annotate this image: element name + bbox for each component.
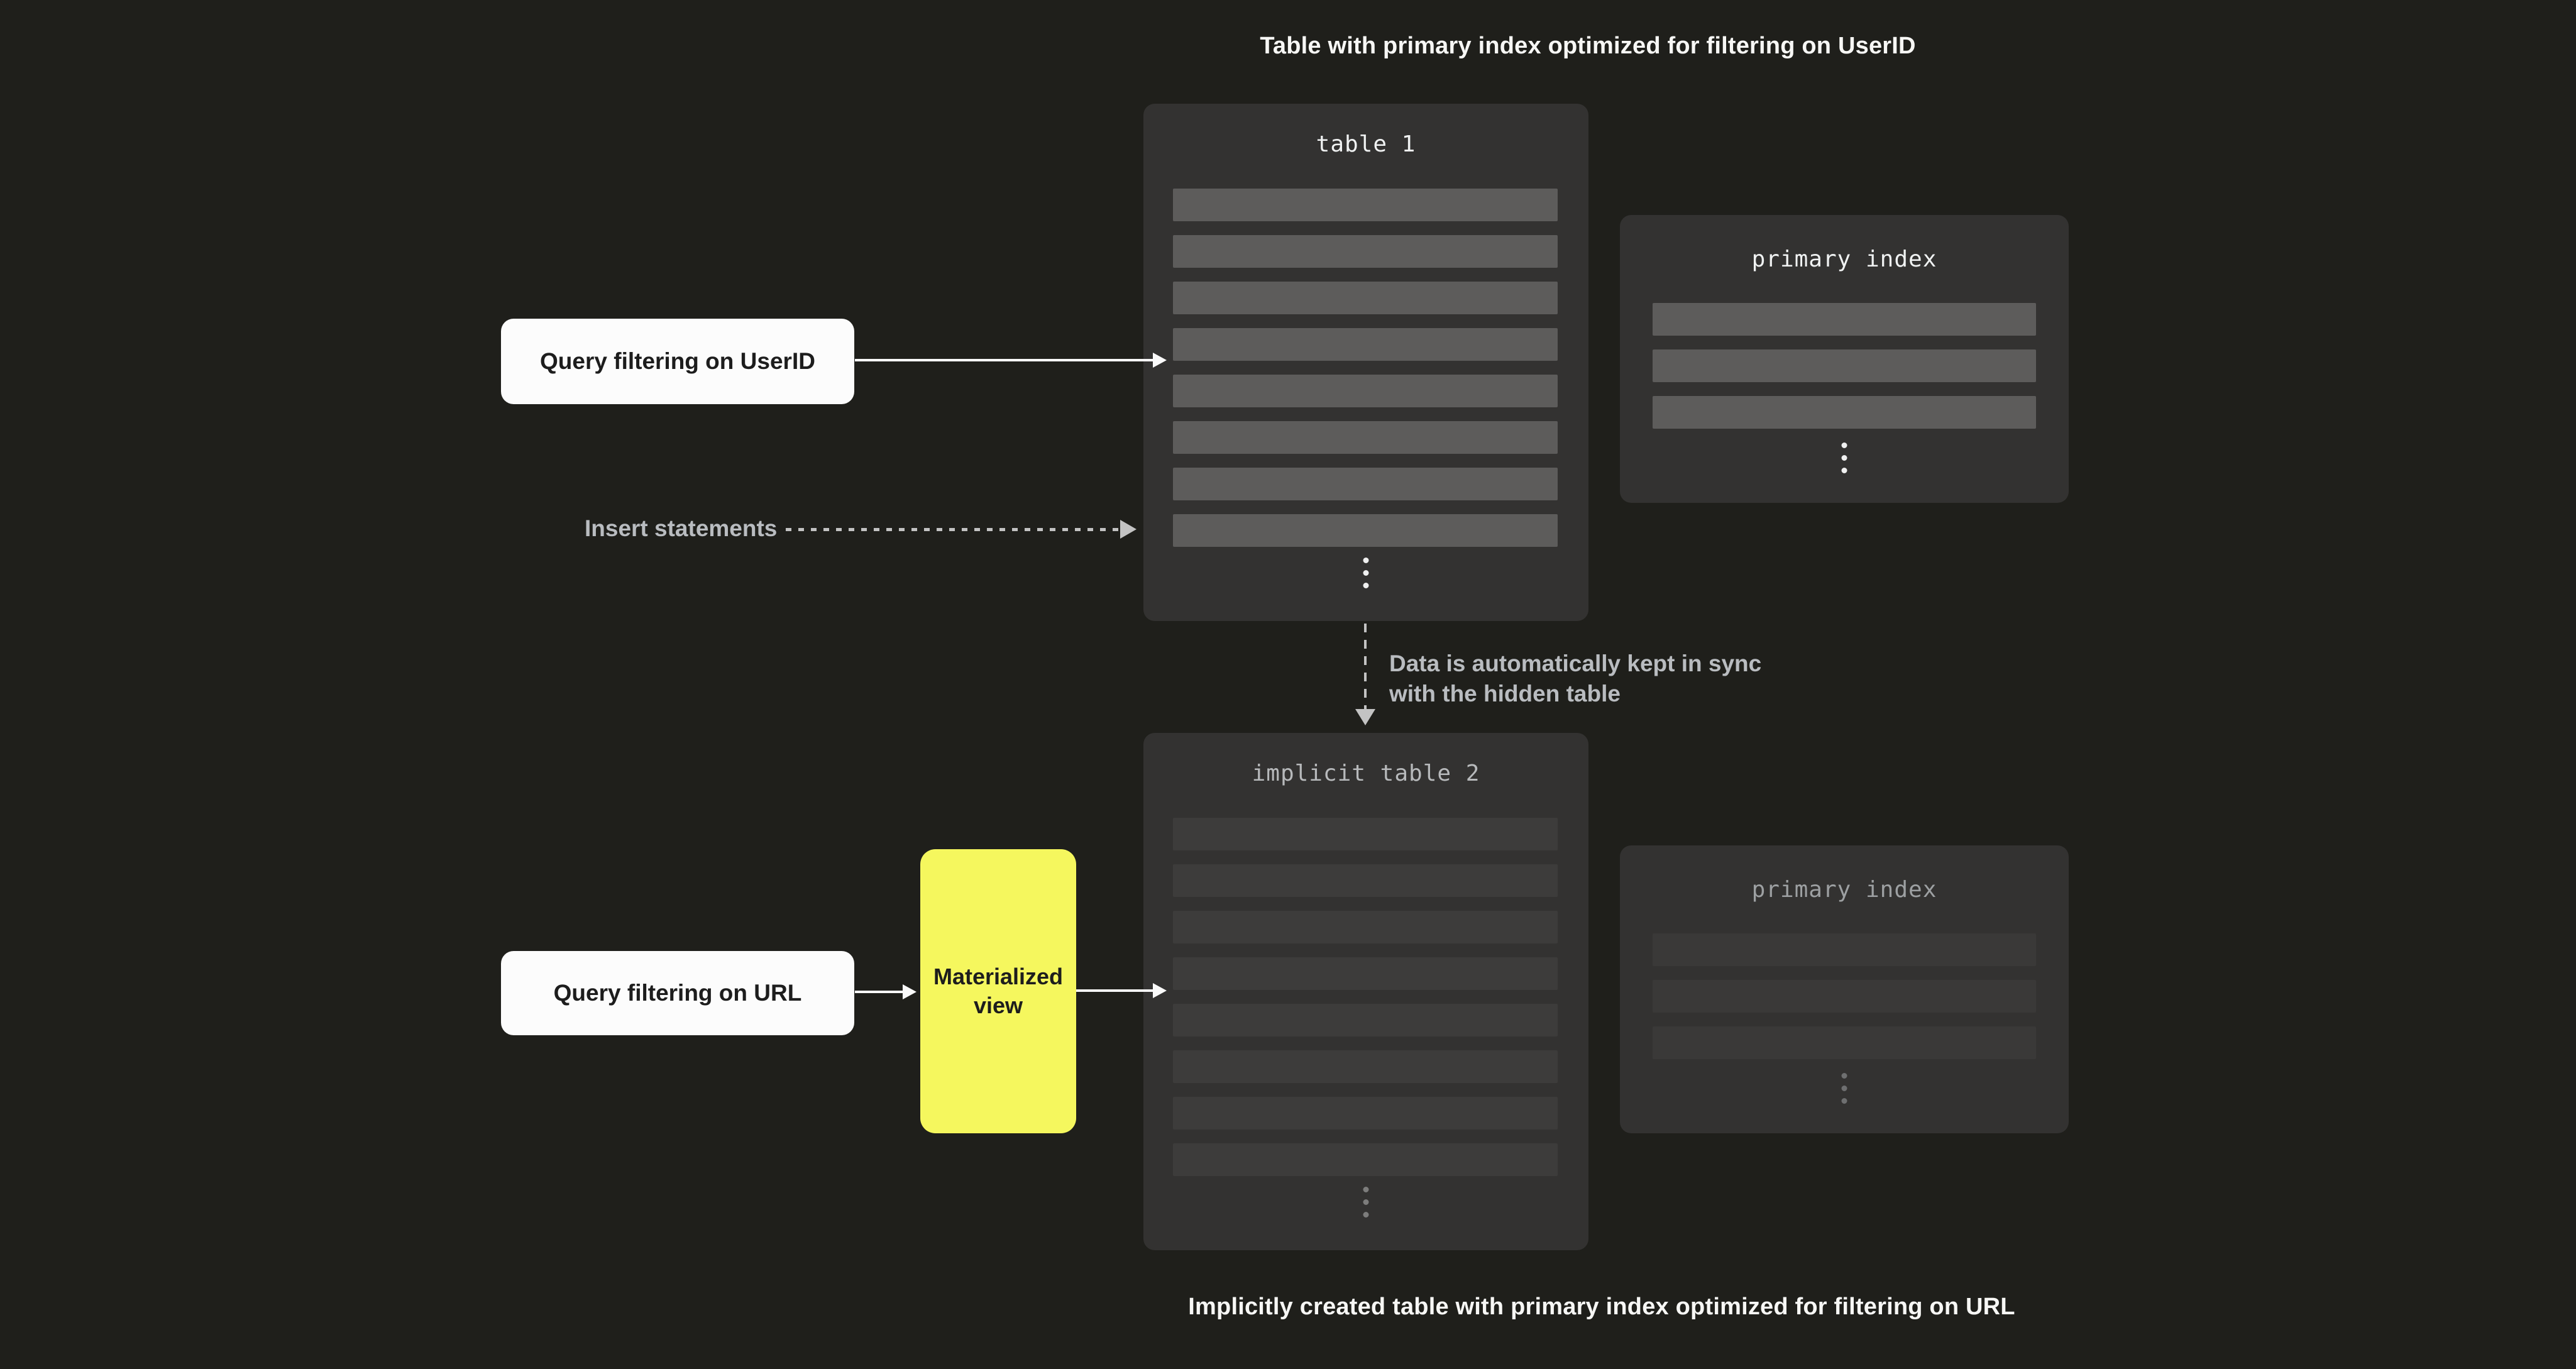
- table-row-bar: [1173, 468, 1558, 500]
- primary-index-top-title: primary index: [1751, 246, 1937, 272]
- table1-panel: table 1: [1143, 104, 1588, 621]
- dot: [1363, 1212, 1369, 1218]
- dotted-arrow-line-insert: [786, 528, 1120, 531]
- arrow-line-userid-to-table1: [855, 359, 1153, 361]
- arrowhead-right-icon: [1153, 983, 1167, 998]
- table-row-bar: [1173, 818, 1558, 850]
- table-row-bar: [1173, 189, 1558, 221]
- table-row-bar: [1653, 349, 2036, 382]
- table-row-bar: [1173, 282, 1558, 314]
- table-row-bar: [1653, 980, 2036, 1013]
- table-row-bar: [1653, 1026, 2036, 1059]
- primary-index-bottom-title: primary index: [1751, 877, 1937, 903]
- dot: [1363, 558, 1369, 563]
- dot: [1841, 443, 1847, 448]
- vertical-ellipsis-icon: [1841, 443, 1847, 473]
- table-row-bar: [1173, 957, 1558, 990]
- table-row-bar: [1173, 1143, 1558, 1176]
- dot: [1841, 455, 1847, 461]
- arrowhead-right-icon: [903, 984, 916, 999]
- vertical-ellipsis-icon: [1841, 1073, 1847, 1104]
- bottom-caption: Implicitly created table with primary in…: [1188, 1294, 2015, 1320]
- sync-note-line2: with the hidden table: [1389, 681, 1621, 706]
- query-userid-box: Query filtering on UserID: [501, 319, 854, 404]
- arrow-line-view-to-table2: [1076, 989, 1153, 992]
- table1-title: table 1: [1316, 131, 1416, 157]
- arrowhead-right-icon: [1153, 353, 1167, 368]
- top-caption: Table with primary index optimized for f…: [1260, 33, 1916, 59]
- materialized-view-label: Materialized view: [933, 964, 1064, 1018]
- table-row-bar: [1173, 1097, 1558, 1130]
- table-row-bar: [1653, 303, 2036, 336]
- table-row-bar: [1173, 514, 1558, 547]
- dot: [1363, 570, 1369, 576]
- arrow-line-url-to-view: [855, 991, 903, 993]
- dot: [1841, 1098, 1847, 1104]
- insert-statements-label: Insert statements: [585, 515, 778, 541]
- query-url-box: Query filtering on URL: [501, 951, 854, 1035]
- sync-note-line1: Data is automatically kept in sync: [1389, 651, 1762, 676]
- dot: [1363, 1187, 1369, 1192]
- vertical-ellipsis-icon: [1363, 1187, 1369, 1218]
- arrowhead-right-icon: [1120, 520, 1137, 539]
- dot: [1363, 583, 1369, 588]
- primary-index-bottom-panel: primary index: [1620, 845, 2069, 1133]
- primary-index-top-rows: [1653, 303, 2036, 429]
- table-row-bar: [1653, 933, 2036, 966]
- query-url-label: Query filtering on URL: [553, 980, 802, 1006]
- materialized-view-box: Materialized view: [920, 849, 1076, 1133]
- table-row-bar: [1173, 1050, 1558, 1083]
- dot: [1363, 1199, 1369, 1205]
- sync-note: Data is automatically kept in sync with …: [1389, 649, 1761, 709]
- table-row-bar: [1173, 328, 1558, 361]
- table-row-bar: [1173, 375, 1558, 407]
- table-row-bar: [1173, 1004, 1558, 1036]
- table2-rows: [1173, 818, 1558, 1176]
- query-userid-label: Query filtering on UserID: [540, 348, 815, 374]
- primary-index-bottom-rows: [1653, 933, 2036, 1059]
- vertical-ellipsis-icon: [1363, 558, 1369, 588]
- table-row-bar: [1173, 235, 1558, 268]
- table2-panel: implicit table 2: [1143, 733, 1588, 1250]
- dot: [1841, 1073, 1847, 1079]
- primary-index-top-panel: primary index: [1620, 215, 2069, 503]
- dot: [1841, 468, 1847, 473]
- table1-rows: [1173, 189, 1558, 547]
- table-row-bar: [1173, 864, 1558, 897]
- dot: [1841, 1086, 1847, 1091]
- table2-title: implicit table 2: [1252, 761, 1480, 786]
- dashed-arrow-line-sync: [1364, 624, 1367, 709]
- arrowhead-down-icon: [1355, 709, 1375, 725]
- table-row-bar: [1173, 421, 1558, 454]
- table-row-bar: [1653, 396, 2036, 429]
- table-row-bar: [1173, 911, 1558, 943]
